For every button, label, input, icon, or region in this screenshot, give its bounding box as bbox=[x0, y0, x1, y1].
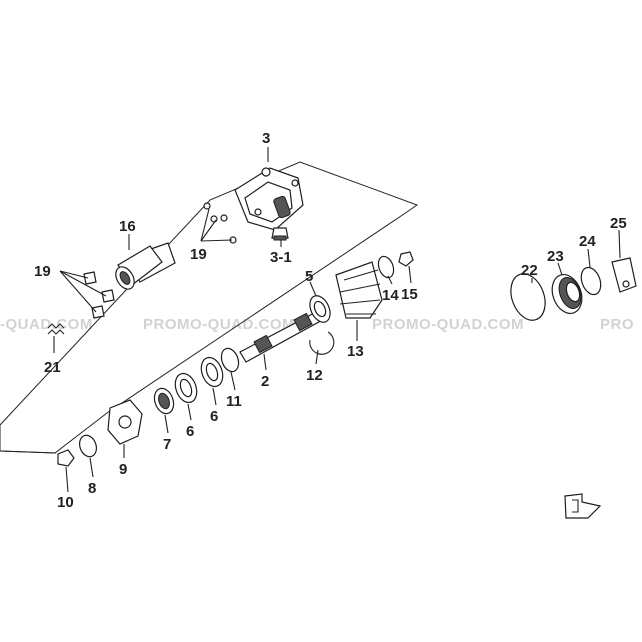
part-10-nut bbox=[57, 449, 75, 467]
callout-8: 8 bbox=[88, 480, 96, 497]
callout-3: 3 bbox=[262, 130, 270, 147]
part-25-plate bbox=[611, 257, 637, 293]
part-23-bearing bbox=[551, 274, 583, 314]
watermark-1: PROMO-QUAD.COM bbox=[143, 316, 295, 333]
corner-logo-icon bbox=[564, 493, 602, 519]
part-6b-bearing bbox=[200, 356, 224, 388]
callout-10: 10 bbox=[57, 494, 74, 511]
callout-21: 21 bbox=[44, 359, 61, 376]
watermark-left: -QUAD.COM bbox=[0, 316, 93, 333]
callout-19-upper: 19 bbox=[190, 246, 207, 263]
part-16-housing bbox=[115, 242, 176, 290]
part-3-1-plug bbox=[271, 227, 289, 241]
callout-19-lower: 19 bbox=[34, 263, 51, 280]
part-24-ring bbox=[580, 266, 602, 296]
callout-6-right: 6 bbox=[210, 408, 218, 425]
watermark-row: -QUAD.COM PROMO-QUAD.COM PROMO-QUAD.COM … bbox=[0, 316, 634, 333]
callout-labels: 3 3-1 19 16 19 21 5 2 12 13 14 15 11 6 6… bbox=[34, 130, 627, 511]
callout-12: 12 bbox=[306, 367, 323, 384]
callout-22: 22 bbox=[521, 262, 538, 279]
callout-15: 15 bbox=[401, 286, 418, 303]
part-21-spring bbox=[47, 323, 65, 335]
part-13-gear bbox=[335, 261, 383, 319]
part-11-ring bbox=[220, 347, 240, 373]
part-9-flange bbox=[107, 399, 143, 445]
callout-2: 2 bbox=[261, 373, 269, 390]
callout-11: 11 bbox=[226, 393, 242, 410]
part-5-bearing bbox=[309, 295, 331, 323]
callout-7: 7 bbox=[163, 436, 171, 453]
watermark-2: PROMO-QUAD.COM bbox=[372, 316, 524, 333]
part-22-ring bbox=[510, 273, 546, 321]
callout-14: 14 bbox=[382, 287, 399, 304]
part-3-housing bbox=[234, 167, 304, 231]
part-6a-bearing bbox=[174, 372, 198, 404]
callout-6-left: 6 bbox=[186, 423, 194, 440]
boundary-bottom bbox=[0, 450, 57, 454]
callout-23: 23 bbox=[547, 248, 564, 265]
callout-25: 25 bbox=[610, 215, 627, 232]
part-14-ring bbox=[377, 255, 395, 279]
callout-24: 24 bbox=[579, 233, 596, 250]
callout-16: 16 bbox=[119, 218, 136, 235]
bolts-19-upper bbox=[203, 202, 237, 244]
watermark-right: PRO bbox=[600, 316, 634, 333]
leader-lines bbox=[53, 147, 621, 493]
callout-3-1: 3-1 bbox=[270, 249, 292, 266]
part-8-washer bbox=[78, 434, 98, 458]
bolts-19-lower bbox=[83, 271, 115, 319]
callout-9: 9 bbox=[119, 461, 127, 478]
part-12-circlip bbox=[309, 331, 335, 355]
part-7-seal bbox=[153, 387, 175, 415]
part-15-nut bbox=[398, 251, 414, 267]
callout-13: 13 bbox=[347, 343, 364, 360]
callout-5: 5 bbox=[305, 268, 313, 285]
